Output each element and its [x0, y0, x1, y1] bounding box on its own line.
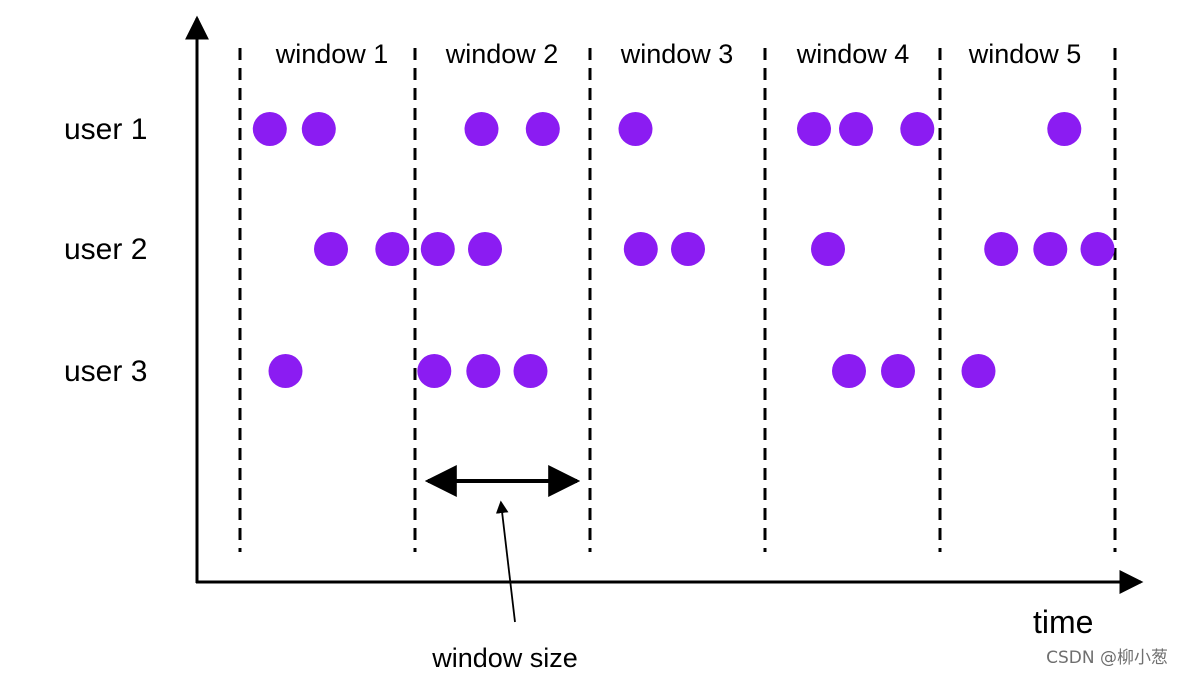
- time-axis-label: time: [1033, 604, 1093, 640]
- event-dot-user-1-2: [464, 112, 499, 146]
- window-label-1: window 1: [275, 39, 389, 69]
- window-label-4: window 4: [796, 39, 910, 69]
- event-dot-user-1-5: [797, 112, 831, 146]
- user-label-2: user 2: [64, 233, 147, 266]
- event-dot-user-2-9: [314, 232, 348, 266]
- event-dot-user-1-0: [252, 112, 287, 146]
- event-dot-user-3-19: [268, 354, 303, 388]
- window-label-2: window 2: [445, 39, 559, 69]
- window-labels: window 1 window 2 window 3 window 4 wind…: [275, 39, 1082, 69]
- user-labels: user 1 user 2 user 3: [64, 113, 147, 388]
- event-dot-user-3-22: [513, 354, 548, 388]
- event-dot-user-1-7: [900, 112, 935, 146]
- user-label-3: user 3: [64, 355, 147, 388]
- event-dot-user-2-13: [623, 232, 658, 266]
- window-label-5: window 5: [968, 39, 1082, 69]
- event-dot-user-1-8: [1047, 112, 1082, 146]
- event-dot-user-1-3: [525, 112, 560, 146]
- event-dot-user-2-14: [671, 232, 705, 266]
- event-dot-user-1-4: [618, 112, 653, 146]
- event-dot-user-2-11: [420, 232, 455, 266]
- event-dot-user-2-10: [375, 232, 410, 266]
- event-dot-user-2-12: [468, 232, 502, 266]
- event-dot-user-3-25: [961, 354, 996, 388]
- window-size-pointer: [495, 500, 516, 623]
- event-dot-user-2-17: [1033, 232, 1068, 266]
- event-dot-user-3-23: [832, 354, 866, 388]
- event-dot-user-1-6: [839, 112, 873, 146]
- event-dot-user-3-20: [417, 354, 452, 388]
- event-dot-user-1-1: [301, 112, 336, 146]
- user-label-1: user 1: [64, 113, 147, 146]
- event-dot-user-2-16: [984, 232, 1019, 266]
- window-boundaries: [238, 48, 1117, 552]
- event-dot-user-2-15: [811, 232, 845, 266]
- axes: [185, 15, 1144, 594]
- csdn-watermark: CSDN @柳小葱: [1046, 648, 1168, 668]
- window-size-annotation: window size: [424, 465, 581, 673]
- event-dot-user-2-18: [1080, 232, 1115, 266]
- event-dot-user-3-21: [466, 354, 501, 388]
- window-label-3: window 3: [620, 39, 734, 69]
- event-dot-user-3-24: [881, 354, 915, 388]
- event-dots: [252, 112, 1115, 388]
- window-size-label: window size: [431, 643, 578, 673]
